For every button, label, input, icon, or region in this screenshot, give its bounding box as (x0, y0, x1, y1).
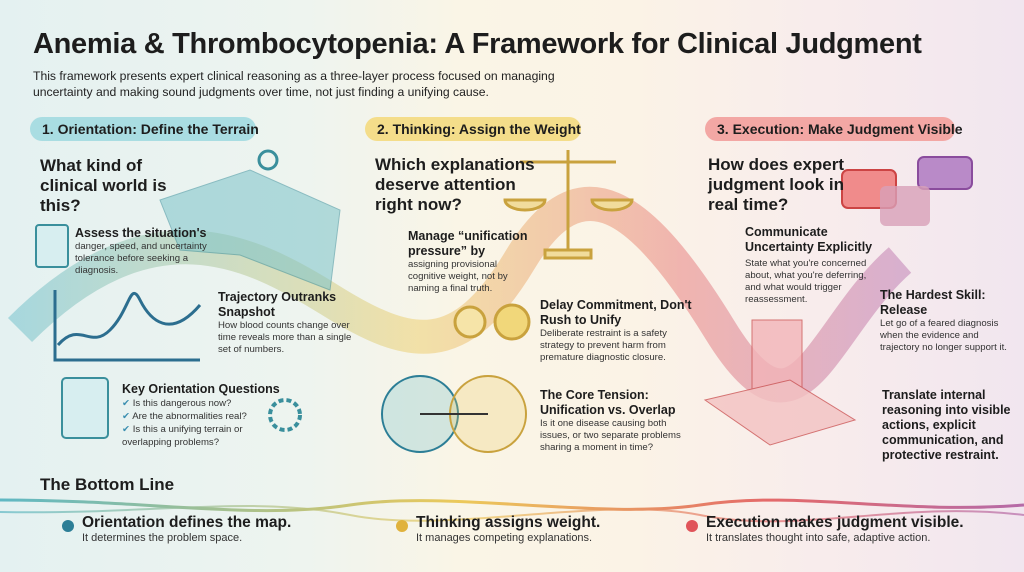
release-block: The Hardest Skill: Release Let go of a f… (880, 288, 1020, 354)
bottom-item-text: It determines the problem space. (82, 532, 243, 544)
execution-dot (686, 520, 698, 532)
question-item: Is this dangerous now? (122, 397, 272, 410)
translate-text: Translate internal reasoning into visibl… (882, 388, 1011, 462)
release-title: The Hardest Skill: Release (880, 288, 986, 317)
delay-block: Delay Commitment, Don't Rush to Unify De… (540, 298, 695, 364)
trajectory-chart (53, 290, 202, 362)
stopwatch-icon (453, 303, 531, 341)
thinking-dot (396, 520, 408, 532)
tension-title: The Core Tension: Unification vs. Overla… (540, 388, 676, 417)
bottom-line-title: The Bottom Line (40, 475, 175, 494)
question-item: Is this a unifying terrain or overlappin… (122, 423, 272, 449)
orientation-label: 1. Orientation: Define the Terrain (30, 117, 259, 141)
execution-label: 3. Execution: Make Judgment Visible (705, 117, 963, 141)
map-icon (159, 169, 341, 291)
orientation-dot (62, 520, 74, 532)
trajectory-text: How blood counts change over time reveal… (218, 320, 352, 355)
tension-block: The Core Tension: Unification vs. Overla… (540, 388, 695, 454)
bottom-item-title: Execution makes judgment visible. (706, 514, 964, 531)
bottom-item-title: Thinking assigns weight. (416, 514, 601, 531)
screen-illustration (703, 319, 857, 446)
trajectory-block: Trajectory Outranks Snapshot How blood c… (218, 290, 353, 356)
communicate-block: Communicate Uncertainty Explicitly State… (745, 225, 875, 306)
assess-title: Assess the situation's (75, 226, 207, 240)
gear-icon (268, 398, 302, 432)
question-item: Are the abnormalities real? (122, 410, 272, 423)
delay-text: Deliberate restraint is a safety strateg… (540, 328, 667, 363)
page-title: Anemia & Thrombocytopenia: A Framework f… (33, 28, 922, 60)
release-text: Let go of a feared diagnosis when the ev… (880, 318, 1007, 353)
bottom-item-thinking: Thinking assigns weight. It manages comp… (416, 514, 600, 544)
manage-title: Manage “unification pressure” by (408, 229, 528, 258)
bottom-item-text: It translates thought into safe, adaptiv… (706, 532, 931, 544)
manage-block: Manage “unification pressure” by assigni… (408, 229, 533, 295)
subtitle: This framework presents expert clinical … (33, 69, 555, 99)
delay-title: Delay Commitment, Don't Rush to Unify (540, 298, 692, 327)
execution-question: How does expert judgment look in real ti… (708, 155, 845, 214)
assess-block: Assess the situation's danger, speed, an… (75, 226, 225, 277)
scales-icon (503, 150, 634, 260)
bottom-item-text: It manages competing explanations. (416, 532, 593, 544)
assess-text: danger, speed, and uncertainty tolerance… (75, 241, 207, 276)
key-questions-block: Key Orientation Questions Is this danger… (122, 382, 280, 449)
bottom-item-title: Orientation defines the map. (82, 514, 292, 531)
bottom-item-execution: Execution makes judgment visible. It tra… (706, 514, 964, 544)
speech-bubbles-icon (841, 156, 973, 226)
trajectory-title: Trajectory Outranks Snapshot (218, 290, 337, 319)
communicate-title: Communicate Uncertainty Explicitly (745, 225, 873, 254)
manage-text: assigning provisional cognitive weight, … (408, 259, 508, 294)
clipboard-icon (35, 224, 109, 439)
tension-text: Is it one disease causing both issues, o… (540, 418, 681, 453)
communicate-text: State what you're concerned about, what … (745, 258, 867, 305)
bottom-item-orientation: Orientation defines the map. It determin… (82, 514, 291, 544)
thinking-label: 2. Thinking: Assign the Weight (365, 117, 581, 141)
orientation-question: What kind of clinical world is this? (40, 156, 167, 215)
venn-circles (381, 375, 527, 453)
magnifier-icon (257, 149, 279, 171)
thinking-question: Which explanations deserve attention rig… (375, 155, 535, 214)
key-questions-title: Key Orientation Questions (122, 382, 280, 396)
